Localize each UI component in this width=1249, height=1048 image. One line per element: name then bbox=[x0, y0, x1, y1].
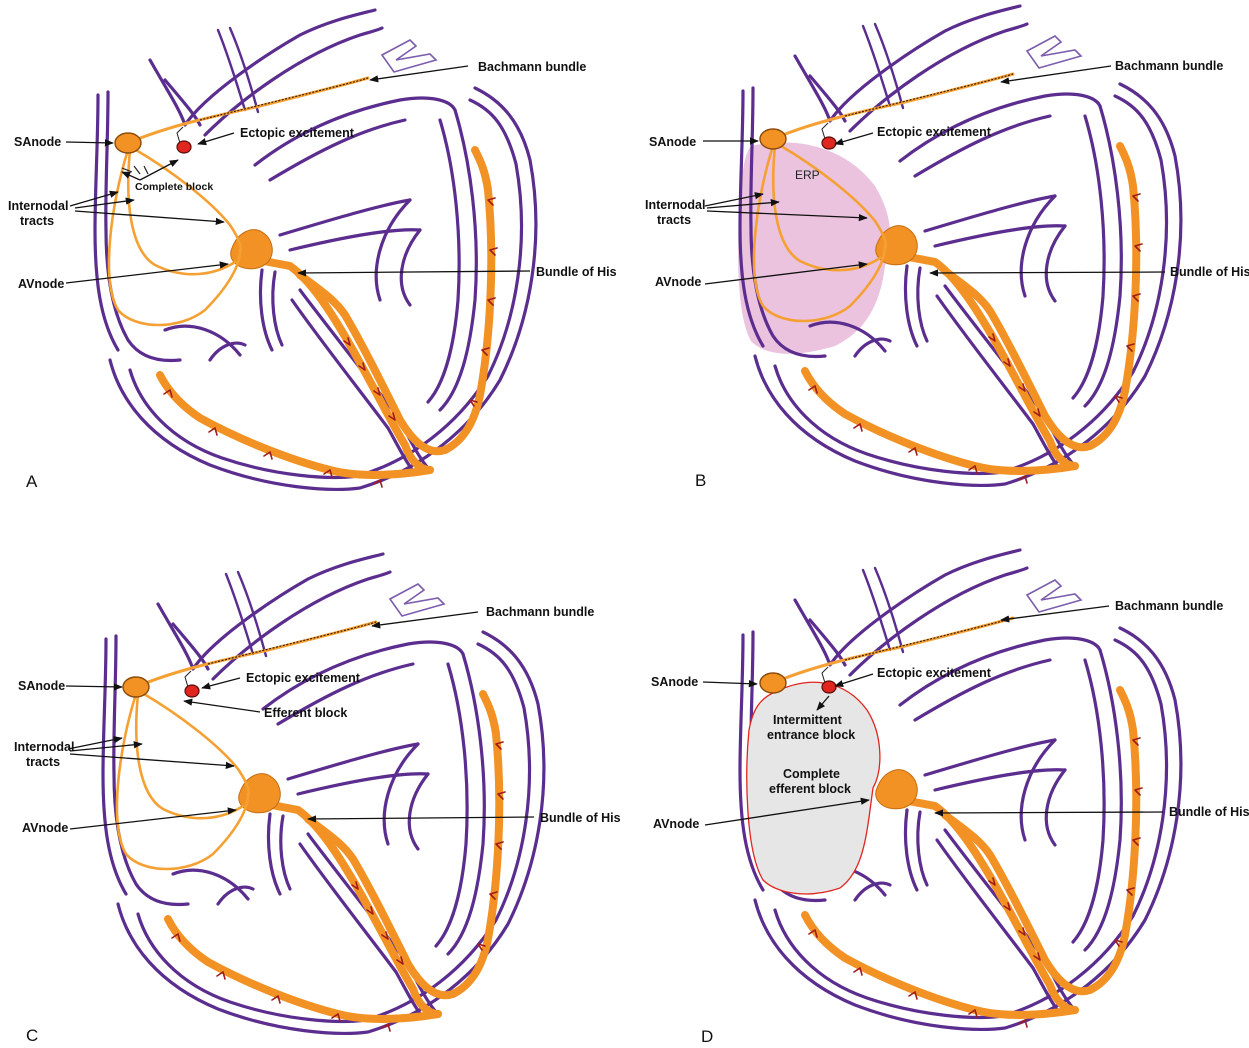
erp-label: ERP bbox=[795, 168, 820, 182]
panel-a: SAnode Internodal tracts AVnode Bachmann… bbox=[8, 10, 617, 491]
complete-efferent-label-2: efferent block bbox=[769, 782, 851, 796]
panel-letter-b: B bbox=[695, 471, 706, 490]
ectopic-label: Ectopic excitement bbox=[240, 126, 355, 140]
bundle-his-label: Bundle of His bbox=[540, 811, 621, 825]
internodal-label-1: Internodal bbox=[14, 740, 74, 754]
complete-efferent-label-1: Complete bbox=[783, 767, 840, 781]
av-node-label: AVnode bbox=[18, 277, 64, 291]
bachmann-label: Bachmann bundle bbox=[478, 60, 586, 74]
panel-c: SAnode Internodal tracts AVnode Bachmann… bbox=[14, 554, 621, 1045]
panel-letter-a: A bbox=[26, 472, 38, 491]
bachmann-label: Bachmann bundle bbox=[1115, 59, 1223, 73]
internodal-label-2: tracts bbox=[26, 755, 60, 769]
sa-node-label: SAnode bbox=[651, 675, 698, 689]
panel-b: ERP SAnode Internodal tracts AVnode Bach… bbox=[645, 6, 1249, 490]
av-node-label: AVnode bbox=[655, 275, 701, 289]
internodal-label-2: tracts bbox=[20, 214, 54, 228]
bundle-his-label: Bundle of His bbox=[1169, 805, 1249, 819]
bundle-his-label: Bundle of His bbox=[536, 265, 617, 279]
panel-letter-d: D bbox=[701, 1027, 713, 1046]
ectopic-label: Ectopic excitement bbox=[877, 125, 992, 139]
intermittent-label-1: Intermittent bbox=[773, 713, 843, 727]
efferent-block-label: Efferent block bbox=[264, 706, 347, 720]
bundle-his-label: Bundle of His bbox=[1170, 265, 1249, 279]
panel-d: SAnode AVnode Bachmann bundle Ectopic ex… bbox=[651, 550, 1249, 1046]
bachmann-label: Bachmann bundle bbox=[1115, 599, 1223, 613]
internodal-label-1: Internodal bbox=[645, 198, 705, 212]
sa-node-label: SAnode bbox=[18, 679, 65, 693]
bachmann-label: Bachmann bundle bbox=[486, 605, 594, 619]
intermittent-label-2: entrance block bbox=[767, 728, 855, 742]
ectopic-label: Ectopic excitement bbox=[877, 666, 992, 680]
av-node-label: AVnode bbox=[653, 817, 699, 831]
complete-block-label: Complete block bbox=[135, 181, 213, 193]
panel-letter-c: C bbox=[26, 1026, 38, 1045]
av-node-label: AVnode bbox=[22, 821, 68, 835]
sa-node-label: SAnode bbox=[14, 135, 61, 149]
sa-node-label: SAnode bbox=[649, 135, 696, 149]
internodal-label-1: Internodal bbox=[8, 199, 68, 213]
ectopic-label: Ectopic excitement bbox=[246, 671, 361, 685]
internodal-label-2: tracts bbox=[657, 213, 691, 227]
